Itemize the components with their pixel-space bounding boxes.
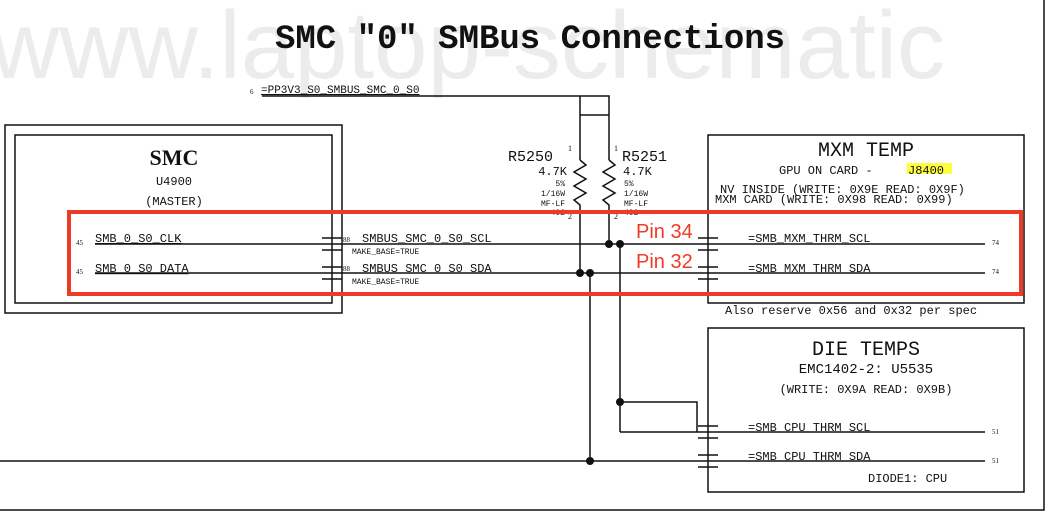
- net-sda-prop: MAKE_BASE=TRUE: [352, 278, 419, 287]
- mxm-box: [707, 134, 1025, 304]
- watermark: www.laptop-schematic: [0, 0, 945, 99]
- page-title: SMC "0" SMBus Connections: [275, 21, 785, 59]
- die-sda-page: 51: [992, 457, 1000, 465]
- connector-highlight: [907, 163, 952, 174]
- smc-outer-box: [4, 124, 343, 314]
- die-title: DIE TEMPS: [812, 339, 920, 362]
- die-sda: =SMB_CPU_THRM_SDA: [748, 450, 871, 464]
- r5251-pin1: 1: [614, 144, 618, 153]
- die-diode: DIODE1: CPU: [868, 472, 947, 486]
- smc-clk-pin: SMB_0_S0_CLK: [95, 232, 182, 246]
- mxm-note: Also reserve 0x56 and 0x32 per spec: [725, 304, 977, 318]
- mxm-sda-page: 74: [992, 268, 1000, 276]
- r5250-pin1: 1: [568, 144, 572, 153]
- pin-34-annotation: Pin 34: [636, 221, 693, 243]
- mxm-sda: =SMB_MXM_THRM_SDA: [748, 262, 871, 276]
- die-address: (WRITE: 0X9A READ: 0X9B): [780, 383, 953, 397]
- net-sda-page: 88: [343, 265, 351, 273]
- smc-role: (MASTER): [145, 195, 203, 209]
- pin-32-annotation: Pin 32: [636, 251, 693, 273]
- highlight-box: [67, 210, 1023, 296]
- smc-ref: U4900: [156, 175, 192, 189]
- die-scl-page: 51: [992, 428, 1000, 436]
- power-rail-wire: [262, 95, 610, 160]
- mxm-title: MXM TEMP: [818, 140, 914, 163]
- smc-connector-ticks: [322, 237, 342, 280]
- smbus-wires: [95, 243, 985, 274]
- mxm-scl-page: 74: [992, 239, 1000, 247]
- die-scl: =SMB_CPU_THRM_SCL: [748, 421, 870, 435]
- net-scl-name: SMBUS_SMC_0_S0_SCL: [362, 232, 492, 246]
- die-temps-box: [707, 327, 1025, 493]
- r5251-power: 1/16W: [624, 190, 648, 199]
- r5250-tol: 5%: [555, 180, 565, 189]
- r5251-ref: R5251: [622, 149, 667, 166]
- smc-clk-page: 45: [76, 239, 84, 247]
- rail-page-ref: 6: [250, 88, 254, 96]
- mxm-card: MXM CARD (WRITE: 0X98 READ: 0X99): [715, 193, 953, 207]
- r5251-tol: 5%: [624, 180, 634, 189]
- junction-dots: [576, 240, 624, 465]
- r5250-power: 1/16W: [541, 190, 565, 199]
- r5251-value: 4.7K: [623, 165, 653, 179]
- r5251-pin2: 2: [614, 212, 618, 221]
- net-sda-name: SMBUS_SMC_0_S0_SDA: [362, 262, 492, 276]
- r5250-pin2: 2: [568, 212, 572, 221]
- smc-title: SMC: [150, 145, 199, 170]
- resistor-r5250-symbol: [572, 159, 588, 270]
- power-rail-label: =PP3V3_S0_SMBUS_SMC_0_S0: [261, 85, 419, 97]
- r5251-type: MF-LF: [624, 200, 648, 209]
- mxm-gpu-label: GPU ON CARD -: [779, 164, 873, 178]
- mxm-scl: =SMB_MXM_THRM_SCL: [748, 232, 870, 246]
- cpu-branch-wires: [0, 244, 985, 462]
- mxm-connector-ref: J8400: [908, 164, 944, 178]
- r5250-value: 4.7K: [538, 165, 568, 179]
- r5250-type: MF-LF: [541, 200, 565, 209]
- net-scl-page: 88: [343, 236, 351, 244]
- smc-data-page: 45: [76, 268, 84, 276]
- die-connector-ticks: [698, 425, 718, 468]
- mxm-connector-ticks: [698, 237, 718, 280]
- smc-data-pin: SMB_0_S0_DATA: [95, 262, 189, 276]
- resistor-r5251-symbol: [601, 159, 617, 242]
- smc-inner-box: [14, 134, 333, 304]
- die-part: EMC1402-2: U5535: [799, 362, 933, 378]
- r5250-ref: R5250: [508, 149, 553, 166]
- mxm-nv-inside: NV INSIDE (WRITE: 0X9E READ: 0X9F): [720, 183, 965, 197]
- net-scl-prop: MAKE_BASE=TRUE: [352, 248, 419, 257]
